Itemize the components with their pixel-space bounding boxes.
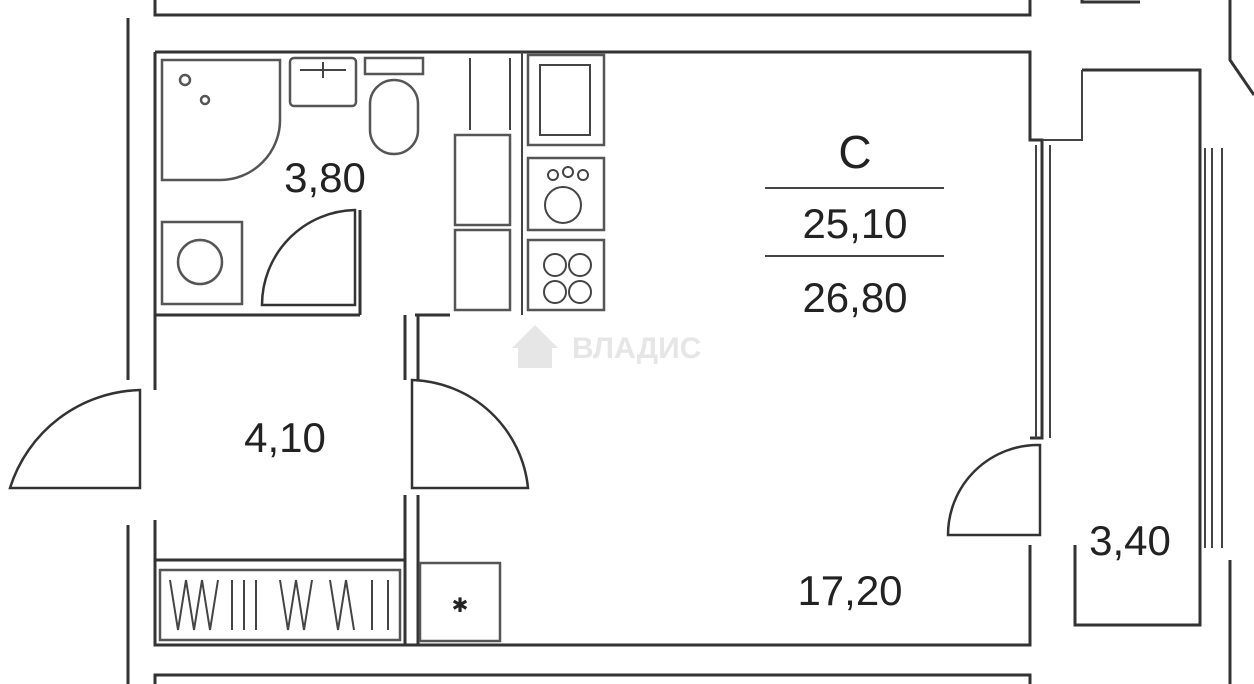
bathroom-door <box>260 208 357 307</box>
watermark-text: ВЛАДИС <box>572 332 701 365</box>
kitchen-fixtures <box>453 52 606 315</box>
apartment-walls <box>153 50 1044 647</box>
bathroom-fixtures <box>160 56 425 306</box>
main-room-area-label: 17,20 <box>797 567 902 614</box>
living-area-value: 25,10 <box>802 200 907 247</box>
balcony-door <box>946 443 1042 537</box>
unit-type-label: С <box>838 126 871 178</box>
total-area-value: 26,80 <box>802 274 907 321</box>
fridge-bottom <box>453 228 512 312</box>
doors <box>8 208 1042 537</box>
toilet-bowl <box>368 78 420 156</box>
hallway-storage: ✱ <box>158 561 502 643</box>
unit-summary: С 25,10 26,80 <box>765 126 944 321</box>
watermark: ВЛАДИС <box>512 325 701 368</box>
watermark-house-icon <box>512 325 558 368</box>
electrical-panel <box>418 561 502 643</box>
shower-cabin <box>160 58 282 182</box>
outer-walls <box>126 0 1254 684</box>
fridge-top <box>453 133 512 227</box>
entrance-door-right <box>410 378 530 490</box>
oven <box>526 156 606 232</box>
cooktop <box>526 238 606 312</box>
balcony-area-label: 3,40 <box>1089 517 1171 564</box>
toilet-tank <box>363 56 425 76</box>
bathroom-area-label: 3,80 <box>284 154 366 201</box>
panel-icon: ✱ <box>452 595 469 617</box>
balcony <box>1035 68 1223 627</box>
hallway-area-label: 4,10 <box>244 414 326 461</box>
entrance-door-left <box>8 388 142 490</box>
